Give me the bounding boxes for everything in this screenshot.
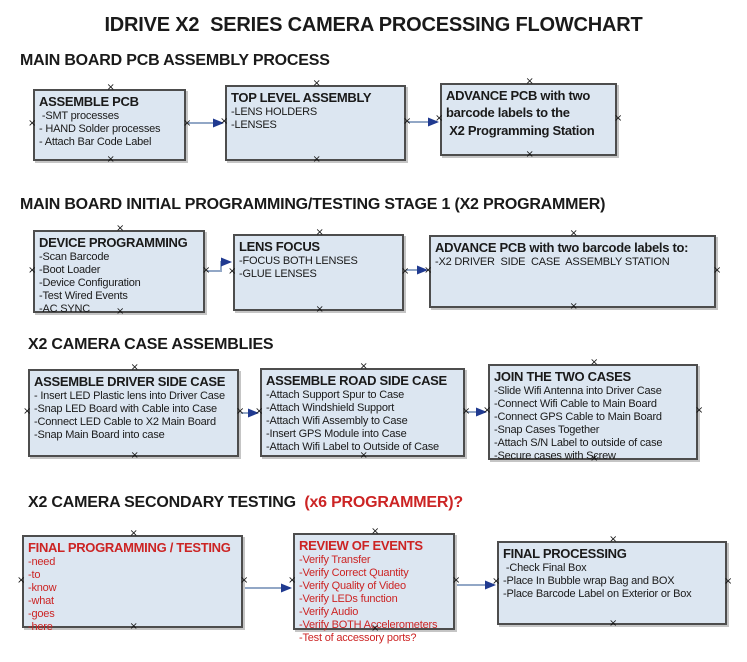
box-line: -Verify Transfer [299,554,371,566]
section-heading-text: MAIN BOARD INITIAL PROGRAMMING/TESTING S… [20,196,606,213]
box-line: -Connect Wifi Cable to Main Board [494,398,657,410]
box-line: -know [28,582,57,594]
box-line: -Scan Barcode [39,251,110,263]
flowchart-title: IDRIVE X2 SERIES CAMERA PROCESSING FLOWC… [104,14,643,36]
box-line: -goes [28,608,55,620]
box-line: -Verify LEDs function [299,593,398,605]
box-line: -Check Final Box [503,562,587,574]
box-title: DEVICE PROGRAMMING [39,235,188,250]
box-line: -GLUE LENSES [239,268,317,280]
box-line: - HAND Solder processes [39,123,161,135]
box-line: -to [28,569,41,581]
flowchart-box: JOIN THE TWO CASES-Slide Wifi Antenna in… [488,364,698,462]
box-line: -here [28,621,53,633]
box-line: -Secure cases with Screw [494,450,616,462]
section-heading: MAIN BOARD PCB ASSEMBLY PROCESS [20,52,330,70]
section-heading: X2 CAMERA SECONDARY TESTING (x6 PROGRAMM… [28,494,463,512]
box-line: -Slide Wifi Antenna into Driver Case [494,385,662,397]
box-line: -Test Wired Events [39,290,128,302]
box-title: JOIN THE TWO CASES [494,369,631,384]
box-line: -Verify Quality of Video [299,580,406,592]
section-heading-text: X2 CAMERA CASE ASSEMBLIES [28,336,274,353]
box-title: FINAL PROGRAMMING / TESTING [28,540,231,555]
box-line: -AC SYNC [39,303,90,315]
box-title: FINAL PROCESSING [503,546,627,561]
box-line: barcode labels to the [446,105,570,120]
box-line: -Snap Main Board into case [34,429,165,441]
box-line: -Attach Wifi Assembly to Case [266,415,408,427]
box-line: -Insert GPS Module into Case [266,428,407,440]
flowchart-box: ADVANCE PCB with two barcode labels to th… [440,83,617,156]
box-title: TOP LEVEL ASSEMBLY [231,90,372,105]
flowchart-box: ASSEMBLE DRIVER SIDE CASE- Insert LED Pl… [28,369,239,457]
flowchart-box: DEVICE PROGRAMMING-Scan Barcode-Boot Loa… [33,230,205,315]
connector-arrow [207,257,232,272]
box-title: ADVANCE PCB with two barcode labels to: [435,240,689,255]
flowchart-box: REVIEW OF EVENTS-Verify Transfer-Verify … [293,533,455,644]
flowchart-box: FINAL PROCESSING -Check Final Box-Place … [497,541,727,625]
box-line: -Verify Audio [299,606,359,618]
box-title: ASSEMBLE ROAD SIDE CASE [266,373,447,388]
box-line: -what [28,595,54,607]
flowchart-box: ASSEMBLE PCB -SMT processes- HAND Solder… [33,89,186,161]
box-title: ASSEMBLE PCB [39,94,139,109]
flowchart-box: LENS FOCUS-FOCUS BOTH LENSES-GLUE LENSES [233,234,404,311]
box-line: -SMT processes [39,110,119,122]
section-heading: X2 CAMERA CASE ASSEMBLIES [28,336,274,354]
section-heading-red-text: (x6 PROGRAMMER)? [304,494,463,511]
box-line: -Snap Cases Together [494,424,600,436]
box-title: ADVANCE PCB with two [446,88,590,103]
box-line: -Attach Wifi Label to Outside of Case [266,441,439,453]
box-line: X2 Programming Station [446,123,595,138]
box-title: REVIEW OF EVENTS [299,538,423,553]
box-line: -FOCUS BOTH LENSES [239,255,358,267]
box-line: - Insert LED Plastic lens into Driver Ca… [34,390,225,402]
box-line: -Place In Bubble wrap Bag and BOX [503,575,675,587]
section-heading: MAIN BOARD INITIAL PROGRAMMING/TESTING S… [20,196,605,214]
box-line: -X2 DRIVER SIDE CASE ASSEMBLY STATION [435,256,670,268]
box-title: ASSEMBLE DRIVER SIDE CASE [34,374,226,389]
box-line: -Test of accessory ports? [299,632,417,644]
box-line: -Attach S/N Label to outside of case [494,437,663,449]
box-line: -Place Barcode Label on Exterior or Box [503,588,692,600]
box-line: -Boot Loader [39,264,101,276]
box-line: -LENSES [231,119,277,131]
box-line: -Connect GPS Cable to Main Board [494,411,662,423]
box-line: -Connect LED Cable to X2 Main Board [34,416,216,428]
flowchart-box: ASSEMBLE ROAD SIDE CASE-Attach Support S… [260,368,465,457]
box-line: -LENS HOLDERS [231,106,318,118]
flowchart-box: FINAL PROGRAMMING / TESTING-need-to-know… [22,535,243,633]
box-line: - Attach Bar Code Label [39,136,152,148]
box-line: -Attach Support Spur to Case [266,389,405,401]
box-title: LENS FOCUS [239,239,320,254]
section-heading-text: X2 CAMERA SECONDARY TESTING [28,494,305,511]
box-line: -Device Configuration [39,277,141,289]
box-line: -Verify BOTH Accelerometers [299,619,438,631]
section-heading-text: MAIN BOARD PCB ASSEMBLY PROCESS [20,52,330,69]
box-line: -Snap LED Board with Cable into Case [34,403,217,415]
box-line: -Verify Correct Quantity [299,567,409,579]
box-line: -need [28,556,56,568]
box-line: -Attach Windshield Support [266,402,395,414]
flowchart-box: ADVANCE PCB with two barcode labels to:-… [429,235,716,308]
flowchart-box: TOP LEVEL ASSEMBLY-LENS HOLDERS-LENSES [225,85,406,161]
